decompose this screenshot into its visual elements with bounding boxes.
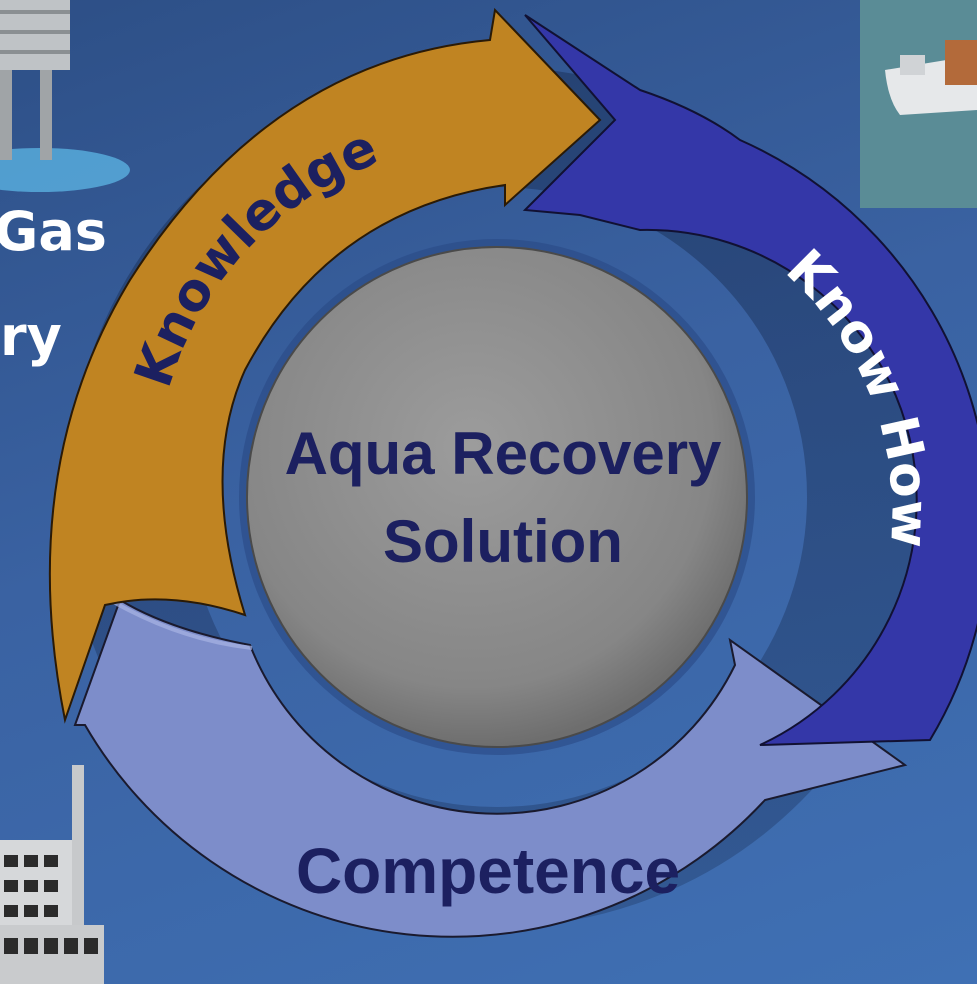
factory-illustration	[0, 765, 104, 984]
knowledge-arrow	[48, 7, 602, 724]
know-how-arrow	[522, 14, 977, 746]
center-title-line1: Aqua Recovery	[285, 420, 722, 487]
competence-arrow	[73, 598, 908, 938]
ship-illustration	[860, 0, 977, 208]
side-text-gas: Gas	[0, 200, 107, 263]
competence-label: Competence	[296, 835, 680, 907]
center-circle	[246, 246, 748, 748]
center-title-line2: Solution	[383, 508, 623, 575]
offshore-platform-illustration	[0, 0, 130, 192]
side-text-ry: ry	[0, 305, 62, 368]
